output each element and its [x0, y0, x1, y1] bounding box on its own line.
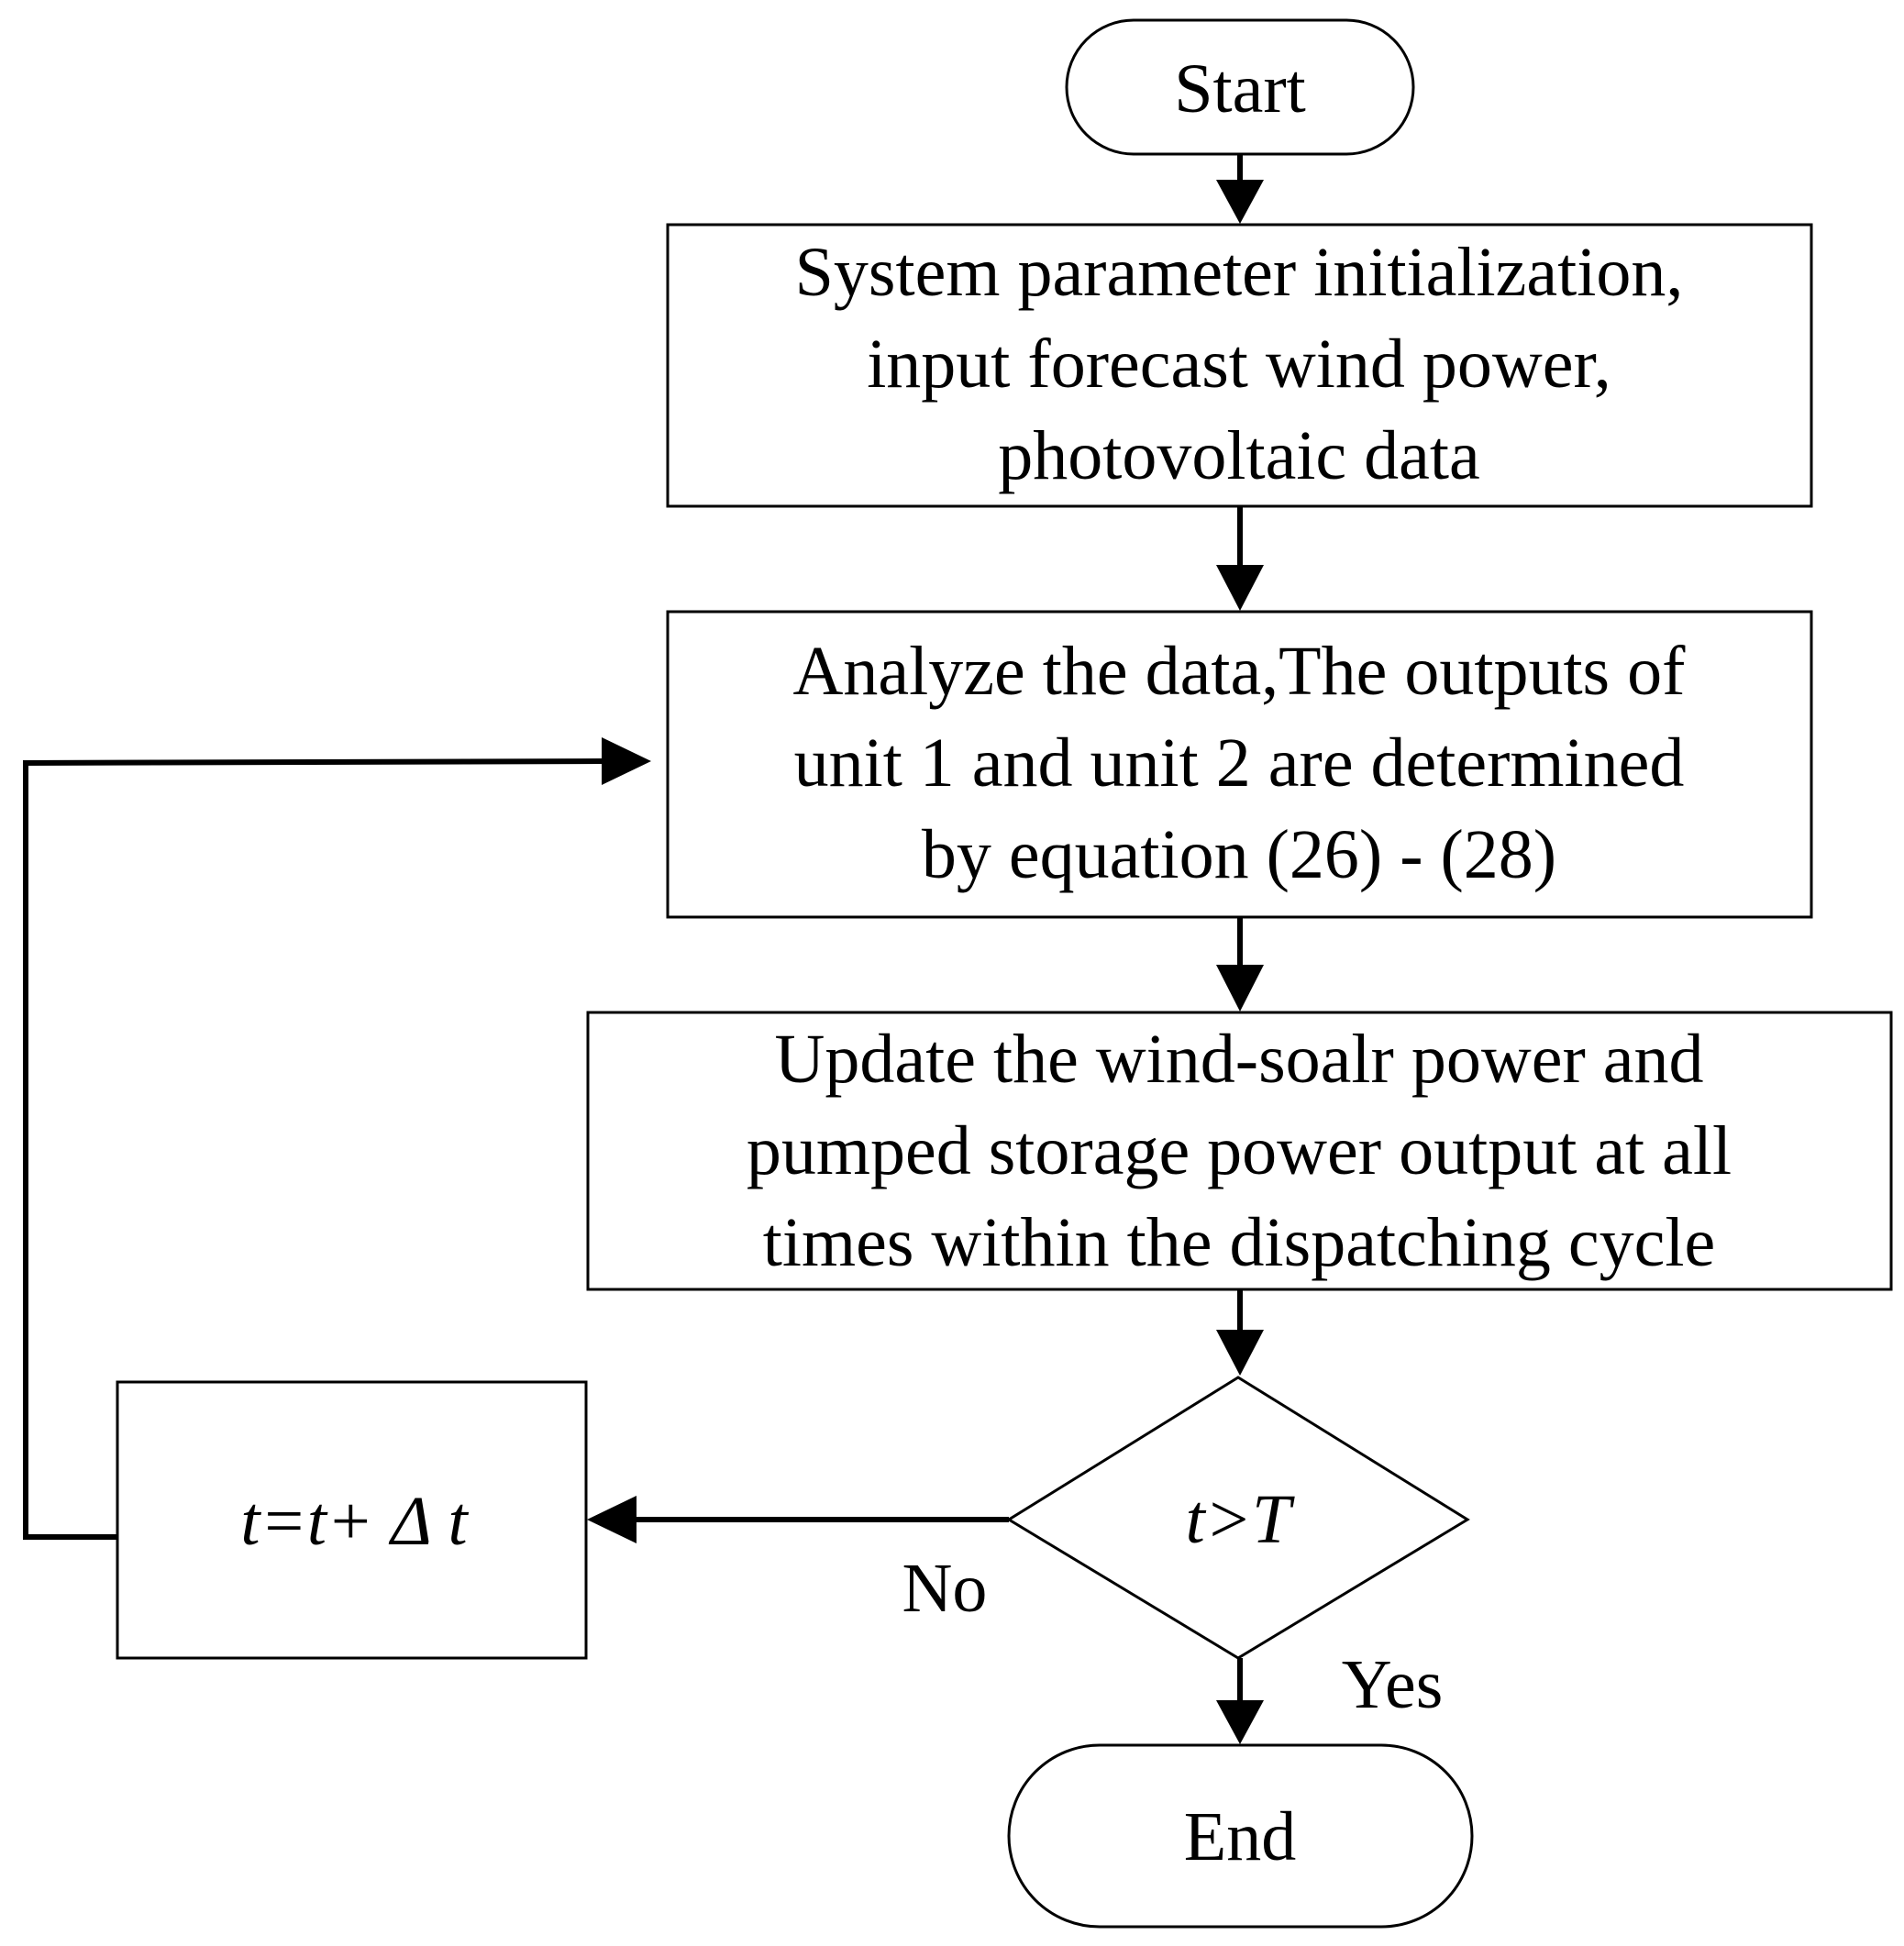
- arrow-decision-to-increment: [587, 1496, 1009, 1543]
- init-shape: [666, 223, 1813, 508]
- arrow-update-to-decision: [1216, 1289, 1264, 1376]
- update-line-2: pumped storage power output at all: [747, 1112, 1732, 1189]
- analyze-line-2: unit 1 and unit 2 are determined: [794, 724, 1685, 802]
- update-line-1: Update the wind-soalr power and: [774, 1021, 1703, 1098]
- end-node: End: [1007, 1743, 1474, 1929]
- init-line-1: System parameter initialization,: [795, 234, 1684, 311]
- update-process-box: Update the wind-soalr power and pumped s…: [586, 1011, 1893, 1291]
- yes-edge-label: Yes: [1342, 1646, 1444, 1723]
- arrow-loop-back-to-analyze: [23, 737, 651, 1540]
- start-label: Start: [1174, 50, 1306, 127]
- start-node: Start: [1065, 18, 1415, 156]
- increment-label: t=t+ Δ t: [240, 1483, 469, 1560]
- increment-shape: [116, 1380, 588, 1660]
- arrow-start-to-init: [1216, 154, 1264, 224]
- analyze-shape: [666, 610, 1813, 919]
- update-shape: [586, 1011, 1893, 1291]
- init-process-box: System parameter initialization, input f…: [666, 223, 1813, 508]
- analyze-line-3: by equation (26) - (28): [922, 816, 1556, 893]
- increment-process-box: t=t+ Δ t: [116, 1380, 588, 1660]
- arrow-init-to-analyze: [1216, 506, 1264, 611]
- arrow-decision-to-end: [1216, 1658, 1264, 1744]
- decision-node: t>T: [1006, 1376, 1470, 1660]
- decision-label: t>T: [1186, 1481, 1295, 1558]
- arrow-analyze-to-update: [1216, 917, 1264, 1012]
- init-line-2: input forecast wind power,: [867, 326, 1611, 403]
- end-label: End: [1184, 1798, 1296, 1875]
- analyze-line-1: Analyze the data,The outputs of: [793, 633, 1687, 710]
- update-line-3: times within the dispatching cycle: [763, 1204, 1715, 1281]
- no-edge-label: No: [902, 1550, 988, 1627]
- end-shape: [1007, 1743, 1474, 1929]
- analyze-process-box: Analyze the data,The outputs of unit 1 a…: [666, 610, 1813, 919]
- init-line-3: photovoltaic data: [998, 417, 1480, 494]
